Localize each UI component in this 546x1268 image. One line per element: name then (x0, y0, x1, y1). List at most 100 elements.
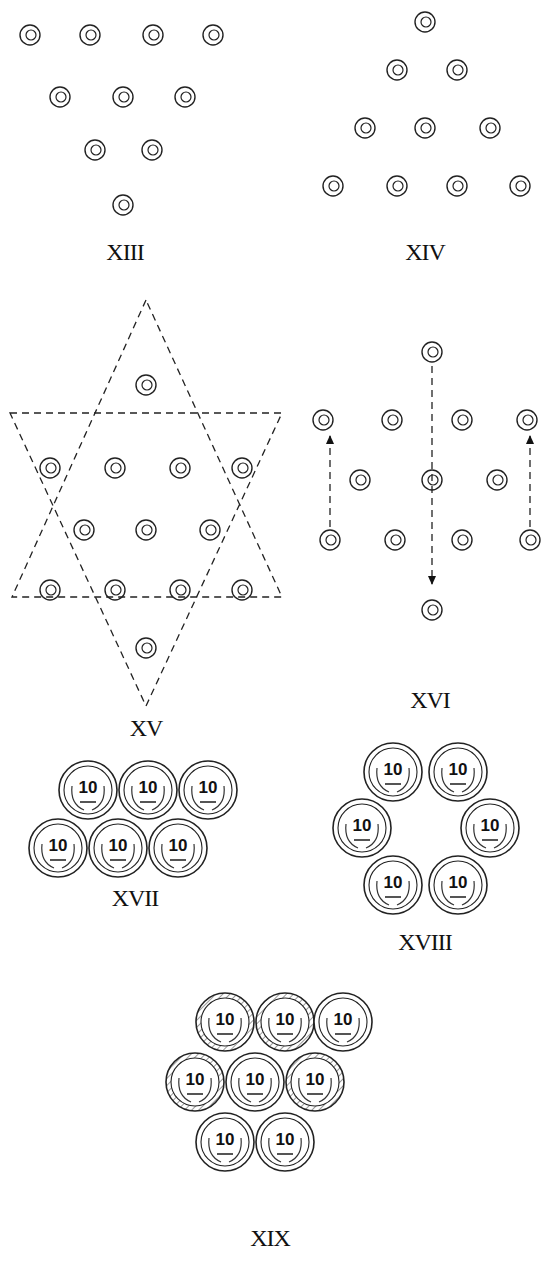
ten-yen-coin (166, 1053, 224, 1111)
ten-yen-coin (119, 761, 177, 819)
small-coin (85, 140, 105, 160)
coin-inner-rim (369, 861, 417, 909)
coin-inscription (80, 801, 96, 803)
small-coin (232, 458, 252, 478)
small-coin (200, 520, 220, 540)
coin-inscription (385, 896, 401, 898)
coin-inner-rim (231, 1058, 279, 1106)
coin-center (181, 92, 191, 102)
coin-value: 10 (109, 837, 128, 854)
ten-yen-coin (29, 819, 87, 877)
small-coin (80, 25, 100, 45)
coin-rim (487, 470, 507, 490)
small-coin (387, 176, 407, 196)
coin-rim (136, 375, 156, 395)
ten-yen-coin (461, 799, 519, 857)
coin-center (26, 30, 36, 40)
coin-rim (136, 638, 156, 658)
coin-rim (74, 520, 94, 540)
ten-yen-coin (196, 993, 254, 1051)
coin-center (458, 415, 468, 425)
coin-rim (143, 25, 163, 45)
small-coin (323, 176, 343, 196)
coin-center (393, 65, 403, 75)
coin-center (391, 535, 401, 545)
coin-value: 10 (276, 1131, 295, 1148)
coin-inner-rim (34, 824, 82, 872)
coin-rim (320, 530, 340, 550)
coin-rim (422, 600, 442, 620)
figure-number: XIX (250, 1226, 290, 1250)
coin-rim (350, 470, 370, 490)
small-coin (487, 470, 507, 490)
coin-center (428, 347, 438, 357)
coin-center (453, 65, 463, 75)
coin-rim (429, 743, 487, 801)
coin-rim (452, 410, 472, 430)
small-coin (143, 25, 163, 45)
coin-value: 10 (481, 817, 500, 834)
coin-center (142, 643, 152, 653)
coin-center (119, 200, 129, 210)
coin-rim (119, 761, 177, 819)
move-arrow (431, 366, 432, 584)
coin-rim (286, 1053, 344, 1111)
coin-rim (452, 530, 472, 550)
small-coin (105, 458, 125, 478)
coin-rim (232, 458, 252, 478)
ten-yen-coin (364, 743, 422, 801)
coin-value: 10 (449, 761, 468, 778)
coin-rim (314, 993, 372, 1051)
coin-rim (447, 176, 467, 196)
coin-center (142, 525, 152, 535)
coin-center (329, 181, 339, 191)
coin-value: 10 (246, 1071, 265, 1088)
coin-center (149, 30, 159, 40)
coin-rim (323, 176, 343, 196)
small-coin (74, 520, 94, 540)
coin-inscription (482, 839, 498, 841)
coin-value: 10 (186, 1071, 205, 1088)
ten-yen-coin (256, 1113, 314, 1171)
coin-center (388, 415, 398, 425)
small-coin (510, 176, 530, 196)
coin-center (148, 145, 158, 155)
coin-inner-rim (94, 824, 142, 872)
coin-inner-rim (261, 1118, 309, 1166)
coin-inscription (110, 859, 126, 861)
small-coin (113, 195, 133, 215)
coin-rim (200, 520, 220, 540)
coin-inner-rim (64, 766, 112, 814)
small-coin (415, 118, 435, 138)
small-coin (142, 140, 162, 160)
coin-rim (355, 118, 375, 138)
small-coin (447, 176, 467, 196)
coin-inner-rim (369, 748, 417, 796)
coin-inscription (170, 859, 186, 861)
coin-rim (142, 140, 162, 160)
coin-center (516, 181, 526, 191)
coin-value: 10 (199, 779, 218, 796)
coin-inscription (50, 859, 66, 861)
small-coin (50, 87, 70, 107)
coin-center (421, 123, 431, 133)
coin-value: 10 (216, 1131, 235, 1148)
coin-center (393, 181, 403, 191)
figure-number: XVI (410, 688, 450, 712)
move-arrow (529, 436, 530, 527)
coin-inscription (140, 801, 156, 803)
coin-value: 10 (216, 1011, 235, 1028)
coin-rim (520, 530, 540, 550)
coin-rim (29, 819, 87, 877)
figure-number: XV (130, 716, 163, 740)
coin-center (111, 463, 121, 473)
move-arrows (330, 366, 530, 584)
ten-yen-coin (196, 1113, 254, 1171)
coin-value: 10 (139, 779, 158, 796)
small-coin (350, 470, 370, 490)
small-coin (382, 410, 402, 430)
coin-rim (333, 799, 391, 857)
coin-center (80, 525, 90, 535)
small-coin (170, 458, 190, 478)
coin-center (176, 585, 186, 595)
